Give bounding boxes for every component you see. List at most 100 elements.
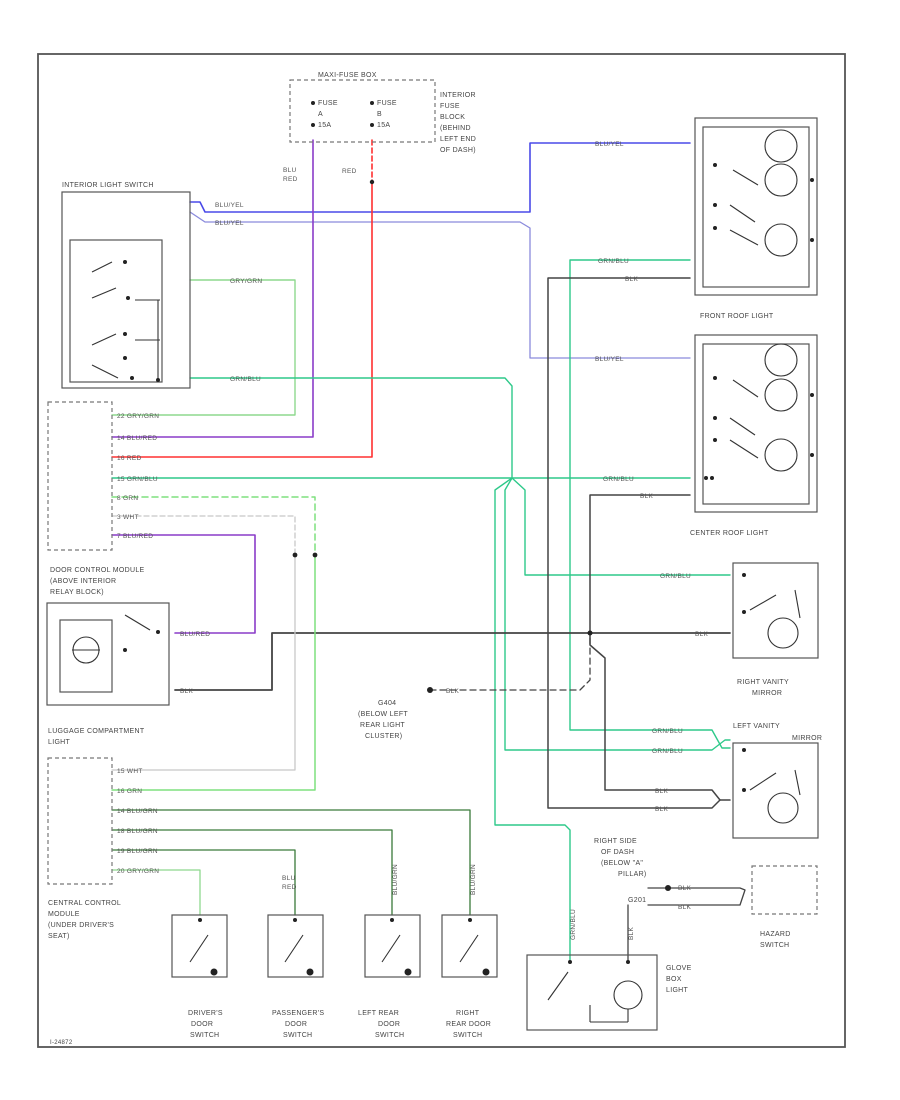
wire-blu-red-dcm [111,534,256,634]
interior-switch-contacts [91,261,160,382]
fuse-b-line3: 15A [377,122,390,129]
luggage-light: LUGGAGE COMPARTMENT LIGHT [48,728,145,746]
g201-line1: RIGHT SIDE [594,838,637,845]
wire-blu-grn-right-rear [111,809,471,916]
cr-in2-label: GRN/BLU [603,476,634,483]
mod2-f-label: 20 GRY/GRN [117,868,159,875]
dcm-title-3: RELAY BLOCK) [50,589,104,596]
g201-line5: G201 [628,897,646,904]
mod2-a-label: 15 WHT [117,768,143,775]
fr-in3-label: BLK [625,276,639,283]
wire-grn-blu-glove [494,477,571,961]
g404-line3: REAR LIGHT [360,722,405,729]
interior-switch-outer [61,191,191,389]
sw-out1-label: BLU/YEL [215,202,244,209]
ground-g404: BLK G404 (BELOW LEFT REAR LIGHT CLUSTER) [358,630,593,740]
wire-blk-center-roof [589,494,721,801]
left-rear-door-line3: SWITCH [375,1032,404,1039]
fuse-b-line1: FUSE [377,100,397,107]
left-vanity-box [732,742,819,839]
right-vanity-mirror: GRN/BLU BLK RIGHT VANITY MIRROR [660,562,819,697]
drivers-door-line3: SWITCH [190,1032,219,1039]
glove-title-1: GLOVE [666,965,692,972]
hazard-title-2: SWITCH [760,942,789,949]
dcm-title-1: DOOR CONTROL MODULE [50,567,145,574]
g201-line2: OF DASH [601,849,634,856]
mod2-e-label: 19 BLU/GRN [117,848,158,855]
mod1-a-label: 22 GRY/GRN [117,413,159,420]
wire-grn-dashed [111,496,316,556]
mod1-c-label: 16 RED [117,455,142,462]
lv-in4-label: BLK [655,806,669,813]
g404-line1: G404 [378,700,396,707]
fuse-block: MAXI-FUSE BOX FUSE A 15A FUSE B 15A INTE… [283,72,476,185]
drivers-door-line2: DOOR [191,1021,213,1028]
wire-gry-grn-switch [111,279,296,416]
center-roof-title: CENTER ROOF LIGHT [690,530,769,537]
center-roof-light: BLU/YEL GRN/BLU BLK CENTER ROOF LIGHT [595,334,818,537]
glove-title-3: LIGHT [666,987,689,994]
passengers-door-line2: DOOR [285,1021,307,1028]
wire-label-red-under-blu: RED [283,176,298,183]
glove-sw-label: GRN/BLU [570,909,577,940]
center-roof-outer [694,334,818,513]
lv-in2-label: GRN/BLU [652,748,683,755]
front-roof-light: BLU/YEL GRN/BLU BLK FRONT ROOF LIGHT [595,117,818,320]
dcm-title-2: (ABOVE INTERIOR [50,578,116,585]
interior-switch-title: INTERIOR LIGHT SWITCH [62,182,154,189]
mod1-b-label: 14 BLU/RED [117,435,157,442]
right-rear-door-line3: SWITCH [453,1032,482,1039]
fuse-box-title: MAXI-FUSE BOX [318,72,377,79]
wire-blu-yel-front-roof [189,142,691,213]
luggage-title-2: LIGHT [48,739,71,746]
fuse-block-desc-5: LEFT END [440,136,476,143]
fr-in1-label: BLU/YEL [595,141,624,148]
g404-wire-label: BLK [446,688,460,695]
rr-sw-label: BLU/GRN [470,864,477,895]
wire-blu-grn-passenger [111,849,296,916]
wires [111,139,746,961]
central-module-title-1: CENTRAL CONTROL [48,900,121,907]
door-control-module: DOOR CONTROL MODULE (ABOVE INTERIOR RELA… [46,567,210,706]
fuse-block-desc-2: FUSE [440,103,460,110]
passengers-door-line3: SWITCH [283,1032,312,1039]
mod1-e-label: 8 GRN [117,495,138,502]
right-vanity-title-1: RIGHT VANITY [737,679,789,686]
mod1-g-label: 7 BLU/RED [117,533,153,540]
right-vanity-title-2: MIRROR [752,690,782,697]
lv-in1-label: GRN/BLU [652,728,683,735]
fuse-b-dot [370,101,374,105]
dcm-coil-box [59,619,113,693]
wire-blu-red-fuse [111,139,314,438]
module-upper-outline [47,401,113,551]
mod2-b-label: 16 GRN [117,788,142,795]
central-module-title-3: (UNDER DRIVER'S [48,922,114,929]
hazard-switch: HAZARD SWITCH [751,865,818,949]
sw-out3-label: GRY/GRN [230,278,262,285]
glove-lamp-label: BLK [628,926,635,940]
pass-sw-label-1: BLU [282,875,296,882]
haz1-label: BLK [678,885,692,892]
fuse-block-desc-6: OF DASH) [440,147,476,154]
front-roof-title: FRONT ROOF LIGHT [700,313,774,320]
central-module-upper: 22 GRY/GRN 14 BLU/RED 16 RED 15 GRN/BLU … [47,401,318,558]
hazard-title-1: HAZARD [760,931,791,938]
diagram-frame [37,53,846,1048]
g404-dot [427,687,433,693]
g201-line4: PILLAR) [618,871,647,878]
wire-grn-luggage [111,554,316,791]
dcm-out-label: BLU/RED [180,631,210,638]
fuse-a-line2: A [318,111,323,118]
wire-blu-grn-left-rear [111,829,393,916]
mod1-d-label: 15 GRN/BLU [117,476,158,483]
wire-label-blu: BLU [283,167,297,174]
g404-line2: (BELOW LEFT [358,711,408,718]
g201-line3: (BELOW "A" [601,860,643,867]
g404-line4: CLUSTER) [365,733,402,740]
wire-grn-blu-switch [189,377,513,479]
fuse-a-line3: 15A [318,122,331,129]
glove-box [526,954,658,1031]
wire-gry-grn-driver [111,869,201,916]
wire-grn-blu-right-vanity [511,477,731,576]
